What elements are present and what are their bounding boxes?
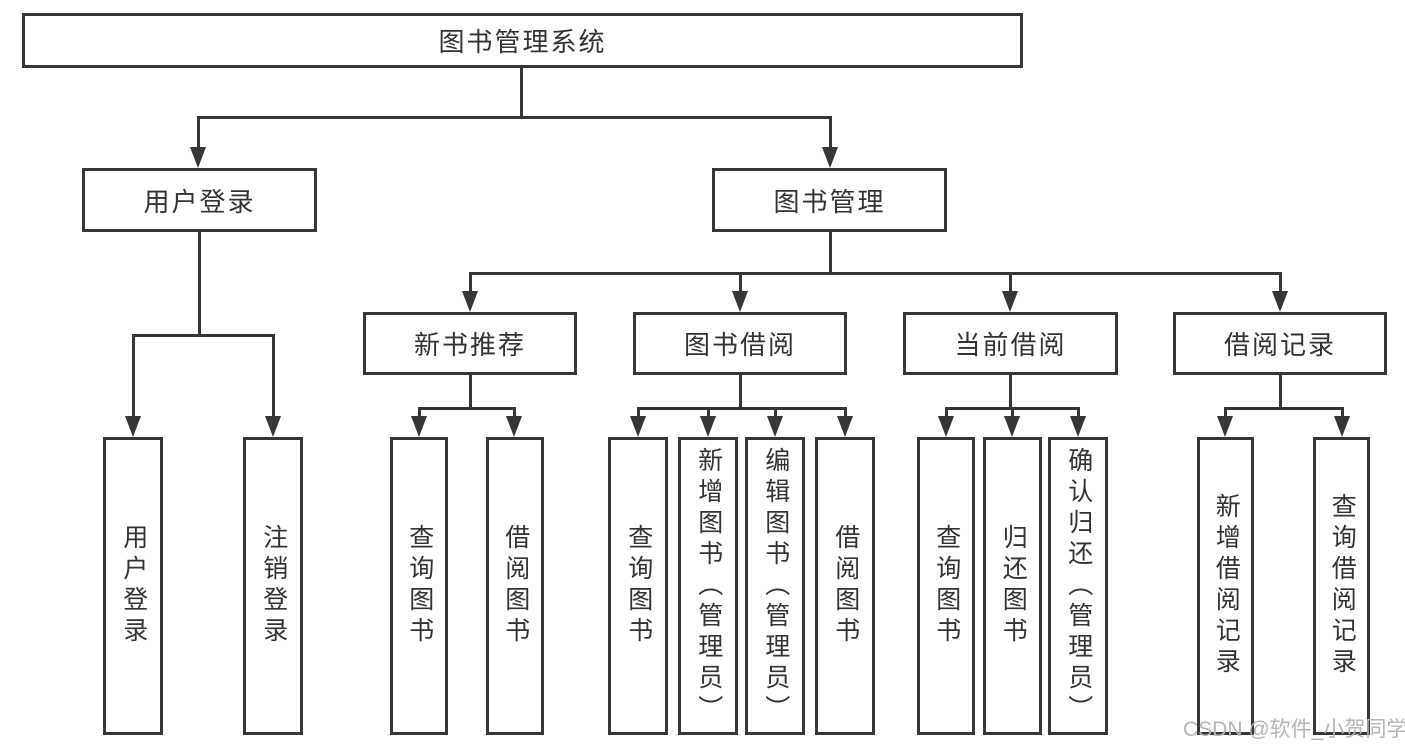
leaf-user-login-label: 用户登录 [119,524,148,648]
leaf-borrow-books-recommend: 借阅图书 [486,437,544,735]
node-user-login: 用户登录 [82,168,317,232]
node-root-label: 图书管理系统 [438,27,607,57]
leaf-query-books-recommend: 查询图书 [390,437,448,735]
leaf-return-book: 归还图书 [983,437,1042,735]
connector-line [945,407,948,418]
leaf-edit-book-admin-label: 编辑图书（管理员） [761,446,790,726]
connector-line [418,407,421,418]
leaf-logout-label: 注销登录 [259,524,288,648]
leaf-query-books-borrow: 查询图书 [608,437,668,735]
leaf-query-books-recommend-label: 查询图书 [405,524,434,648]
arrow-down-icon [822,147,838,168]
connector-line [1341,407,1344,418]
leaf-add-borrow-record: 新增借阅记录 [1197,437,1254,735]
arrow-down-icon [1004,416,1020,437]
node-book-borrow: 图书借阅 [633,312,847,375]
arrow-down-icon [837,416,853,437]
node-user-login-label: 用户登录 [143,186,256,217]
connector-line [1224,407,1227,418]
leaf-query-books-current-label: 查询图书 [932,524,961,648]
leaf-borrow-books-label: 借阅图书 [831,524,860,648]
leaf-confirm-return-admin: 确认归还（管理员） [1048,437,1108,735]
connector-line [739,375,742,409]
leaf-borrow-books-recommend-label: 借阅图书 [501,524,530,648]
connector-line [469,272,1282,275]
leaf-user-login: 用户登录 [103,437,163,735]
connector-line [132,334,135,417]
arrow-down-icon [506,416,522,437]
arrow-down-icon [411,416,427,437]
connector-line [198,232,201,336]
connector-line [637,407,847,410]
leaf-add-book-admin-label: 新增图书（管理员） [694,446,723,726]
node-root: 图书管理系统 [22,13,1023,68]
leaf-add-borrow-record-label: 新增借阅记录 [1212,493,1241,679]
node-current-borrow-label: 当前借阅 [954,330,1067,360]
arrow-down-icon [125,416,141,437]
connector-line [774,407,777,418]
node-new-book-recommend: 新书推荐 [363,312,577,375]
node-book-management: 图书管理 [712,168,947,232]
arrow-down-icon [1217,416,1233,437]
connector-line [1077,407,1080,418]
leaf-edit-book-admin: 编辑图书（管理员） [745,437,805,735]
csdn-watermark: CSDN @软件_小贺同学 [1183,718,1405,741]
connector-line [132,334,275,337]
connector-line [1011,407,1014,418]
connector-line [1009,375,1012,409]
connector-line [1009,272,1012,292]
connector-line [197,116,200,148]
arrow-down-icon [767,416,783,437]
node-current-borrow: 当前借阅 [903,312,1118,375]
arrow-down-icon [630,416,646,437]
node-borrow-records: 借阅记录 [1173,312,1387,375]
arrow-down-icon [1002,291,1018,312]
connector-line [844,407,847,418]
connector-line [637,407,640,418]
arrow-down-icon [1272,291,1288,312]
connector-line [197,116,832,119]
connector-line [272,334,275,417]
node-book-borrow-label: 图书借阅 [683,330,796,360]
leaf-add-book-admin: 新增图书（管理员） [678,437,738,735]
connector-line [829,232,832,274]
leaf-query-books-current: 查询图书 [917,437,975,735]
connector-line [469,375,472,409]
connector-line [418,407,516,410]
arrow-down-icon [1070,416,1086,437]
node-borrow-records-label: 借阅记录 [1223,330,1336,360]
connector-line [469,272,472,292]
leaf-return-book-label: 归还图书 [999,524,1028,648]
connector-line [707,407,710,418]
connector-line [1224,407,1344,410]
leaf-borrow-books: 借阅图书 [815,437,875,735]
connector-line [739,272,742,292]
arrow-down-icon [732,291,748,312]
leaf-logout: 注销登录 [243,437,303,735]
node-book-management-label: 图书管理 [773,186,886,217]
arrow-down-icon [190,147,206,168]
connector-line [520,68,523,118]
connector-line [513,407,516,418]
arrow-down-icon [938,416,954,437]
arrow-down-icon [1334,416,1350,437]
leaf-query-borrow-record: 查询借阅记录 [1313,437,1370,735]
arrow-down-icon [700,416,716,437]
leaf-query-books-borrow-label: 查询图书 [624,524,653,648]
node-new-book-recommend-label: 新书推荐 [413,330,526,360]
leaf-confirm-return-admin-label: 确认归还（管理员） [1064,446,1093,726]
arrow-down-icon [462,291,478,312]
connector-line [829,116,832,148]
leaf-query-borrow-record-label: 查询借阅记录 [1328,493,1357,679]
connector-line [1279,375,1282,409]
connector-line [1279,272,1282,292]
arrow-down-icon [265,416,281,437]
